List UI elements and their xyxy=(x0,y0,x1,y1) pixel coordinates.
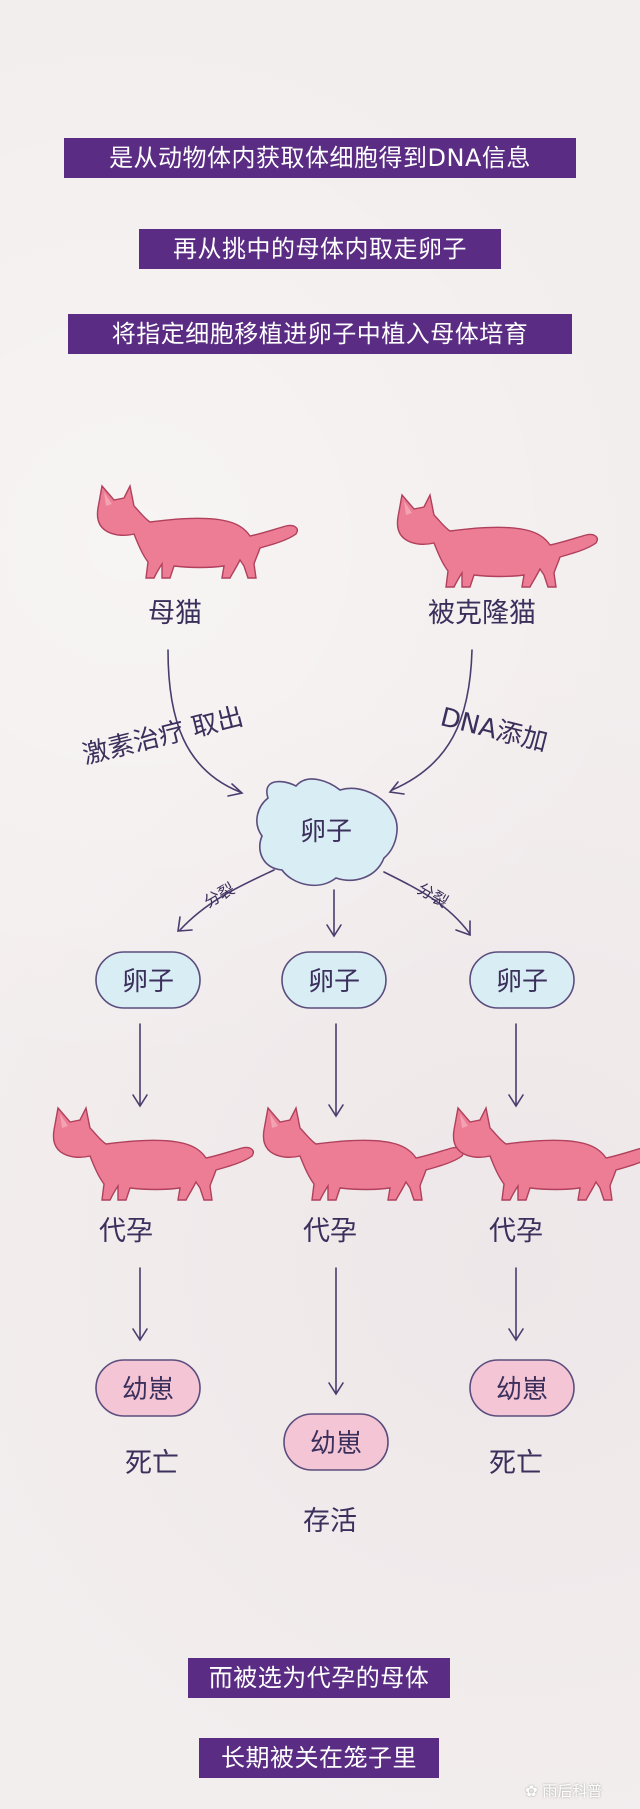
left-curve-arrowhead xyxy=(227,783,244,797)
egg-left xyxy=(95,951,201,1009)
surrogate-cat-center-icon xyxy=(262,1107,464,1201)
brand-logo-icon: ✿ xyxy=(525,1782,538,1800)
egg-left-label: 卵子 xyxy=(122,967,174,997)
surrogate-to-baby-arrowhead-center xyxy=(328,1382,344,1396)
split-arrowhead-center xyxy=(326,924,342,938)
surrogate-to-baby-arrowhead-right xyxy=(508,1328,524,1342)
watermark: ✿ 雨后科普 xyxy=(525,1780,602,1801)
split-arrow-right xyxy=(383,871,471,935)
center-egg xyxy=(256,778,398,887)
mother-cat-icon xyxy=(96,485,298,579)
caption-banner-3: 将指定细胞移植进卵子中植入母体培育 xyxy=(68,314,572,354)
baby-center xyxy=(283,1413,389,1471)
baby-right xyxy=(469,1359,575,1417)
egg-center-label: 卵子 xyxy=(308,967,360,997)
outcome-right: 死亡 xyxy=(489,1448,543,1479)
left-curve-arrow xyxy=(167,649,241,793)
split-arrow-left xyxy=(179,869,275,931)
cloned-cat-label: 被克隆猫 xyxy=(428,598,536,629)
surrogate-label-right: 代孕 xyxy=(489,1216,543,1247)
surrogate-label-center: 代孕 xyxy=(303,1216,357,1247)
mother-cat-label: 母猫 xyxy=(148,598,202,629)
baby-left xyxy=(95,1359,201,1417)
cloned-cat-icon xyxy=(396,494,598,588)
baby-left-label: 幼崽 xyxy=(122,1375,174,1405)
right-curve-arrowhead xyxy=(388,781,405,795)
split-arrowhead-right xyxy=(455,920,471,937)
surrogate-cat-right-icon xyxy=(452,1107,640,1201)
caption-banner-5: 长期被关在笼子里 xyxy=(199,1738,439,1778)
baby-center-label: 幼崽 xyxy=(310,1429,362,1459)
outcome-left: 死亡 xyxy=(125,1448,179,1479)
split-label-left: 分裂 xyxy=(201,879,238,911)
egg-right-label: 卵子 xyxy=(496,967,548,997)
surrogate-label-left: 代孕 xyxy=(99,1216,153,1247)
egg-right xyxy=(469,951,575,1009)
right-curve-arrow xyxy=(391,649,473,791)
caption-banner-4: 而被选为代孕的母体 xyxy=(188,1658,450,1698)
center-egg-label: 卵子 xyxy=(300,817,352,847)
outcome-center: 存活 xyxy=(303,1506,357,1537)
caption-banner-2: 再从挑中的母体内取走卵子 xyxy=(139,229,501,269)
surrogate-cat-left-icon xyxy=(52,1107,254,1201)
egg-to-surrogate-arrowhead-left xyxy=(132,1094,148,1108)
egg-to-surrogate-arrowhead-right xyxy=(508,1094,524,1108)
egg-center xyxy=(281,951,387,1009)
split-arrowhead-left xyxy=(177,916,193,932)
watermark-text: 雨后科普 xyxy=(542,1782,603,1800)
baby-right-label: 幼崽 xyxy=(496,1375,548,1405)
hormone-treatment-label: 激素治疗 取出 xyxy=(80,702,247,771)
surrogate-to-baby-arrowhead-left xyxy=(132,1328,148,1342)
split-label-right: 分裂 xyxy=(414,879,451,911)
egg-to-surrogate-arrowhead-center xyxy=(328,1104,344,1118)
dna-add-label: DNA添加 xyxy=(437,702,550,758)
caption-banner-1: 是从动物体内获取体细胞得到DNA信息 xyxy=(64,138,576,178)
